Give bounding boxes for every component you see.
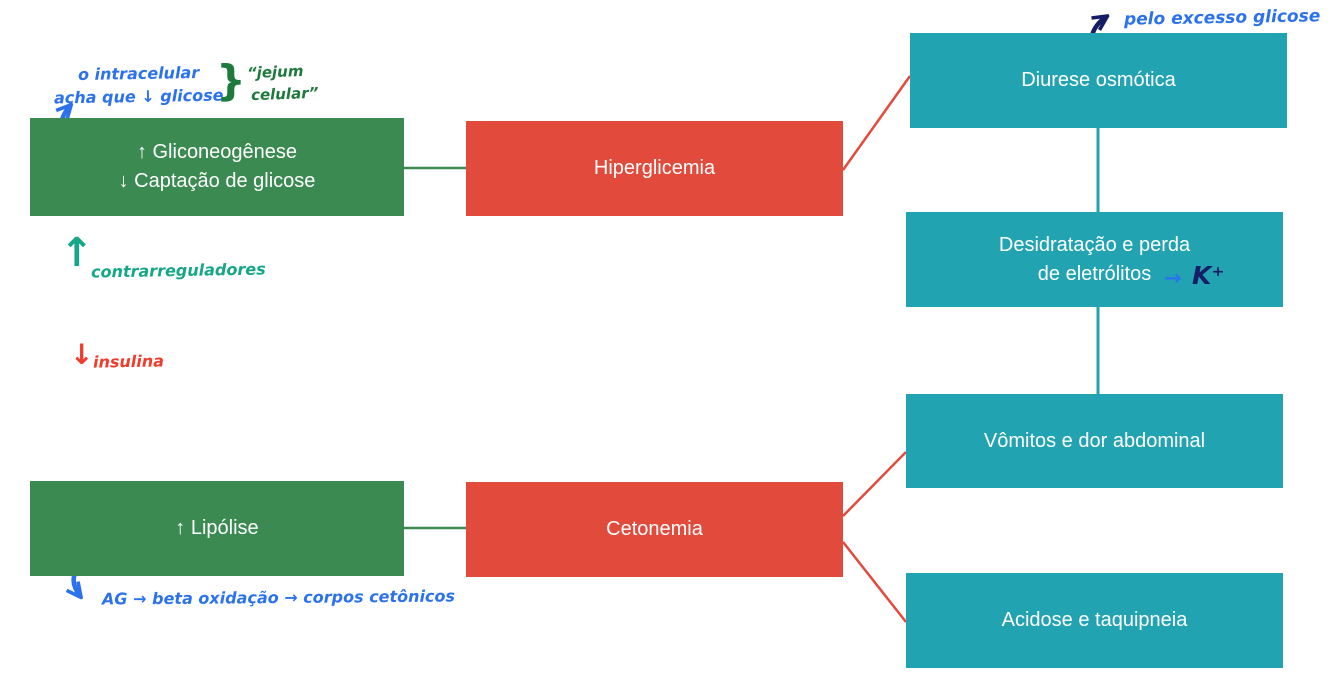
node-ketonemia[interactable]: Cetonemia: [466, 482, 843, 577]
node-vomiting-label: Vômitos e dor abdominal: [983, 429, 1206, 452]
ink-note-potassium: K⁺: [1192, 261, 1225, 290]
node-gluconeogenesis-line1: ↑ Gliconeogênese: [136, 141, 298, 163]
node-acidosis[interactable]: Acidose e taquipneia: [906, 573, 1283, 668]
right-arrow-icon: →: [1164, 266, 1182, 290]
node-vomiting[interactable]: Vômitos e dor abdominal: [906, 394, 1283, 488]
node-hyperglycemia-label: Hiperglicemia: [593, 157, 716, 179]
node-gluconeogenesis[interactable]: ↑ Gliconeogênese ↓ Captação de glicose: [30, 118, 404, 216]
ink-note-intracellular-line2: acha que ↓ glicose: [53, 85, 224, 108]
connector-ketonemia-vomiting: [842, 451, 907, 517]
node-osmotic-diuresis[interactable]: Diurese osmótica: [910, 33, 1287, 128]
node-ketonemia-label: Cetonemia: [606, 518, 703, 540]
node-gluconeogenesis-line2: ↓ Captação de glicose: [118, 170, 316, 192]
node-dehydration-line1: Desidratação e perda: [998, 233, 1191, 256]
ink-note-excess-glucose: pelo excesso glicose: [1123, 6, 1321, 30]
ink-brace: }: [216, 56, 246, 105]
node-dehydration[interactable]: Desidratação e perda de eletrólitos: [906, 212, 1283, 307]
node-lipolysis[interactable]: ↑ Lipólise: [30, 481, 404, 576]
ink-note-jejum-line2: celular”: [250, 83, 319, 105]
node-acidosis-label: Acidose e taquipneia: [1001, 609, 1188, 631]
node-lipolysis-label: ↑ Lipólise: [175, 517, 259, 539]
node-osmotic-diuresis-label: Diurese osmótica: [1021, 69, 1176, 91]
connector-ketonemia-acidosis: [842, 541, 907, 623]
ink-note-jejum-line1: “jejum: [246, 62, 304, 82]
down-arrow-icon: ↓: [70, 338, 94, 371]
ink-note-intracellular-line1: o intracelular: [77, 62, 200, 85]
up-arrow-icon: ↑: [60, 230, 94, 276]
ink-note-beta-oxidation: AG → beta oxidação → corpos cetônicos: [101, 586, 456, 609]
ink-note-counterregulators: contrarreguladores: [90, 259, 266, 282]
ink-note-insulin: insulina: [92, 351, 165, 372]
node-dehydration-line2: de eletrólitos: [1037, 262, 1152, 285]
node-hyperglycemia[interactable]: Hiperglicemia: [466, 121, 843, 216]
connector-hyperglycemia-diuresis: [841, 75, 912, 171]
